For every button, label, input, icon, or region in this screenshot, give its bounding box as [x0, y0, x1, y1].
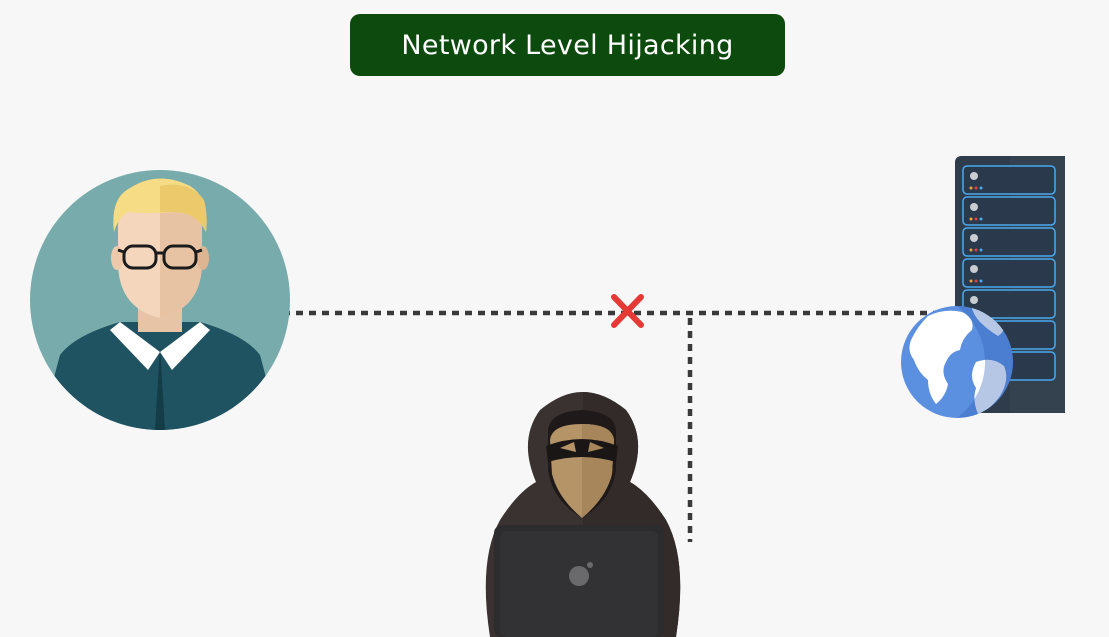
globe-icon [901, 306, 1013, 418]
connection-lines [270, 310, 935, 542]
diagram-title: Network Level Hijacking [350, 14, 785, 76]
user-avatar-icon [30, 170, 290, 430]
cross-icon [611, 294, 644, 328]
laptop-icon [494, 525, 664, 637]
